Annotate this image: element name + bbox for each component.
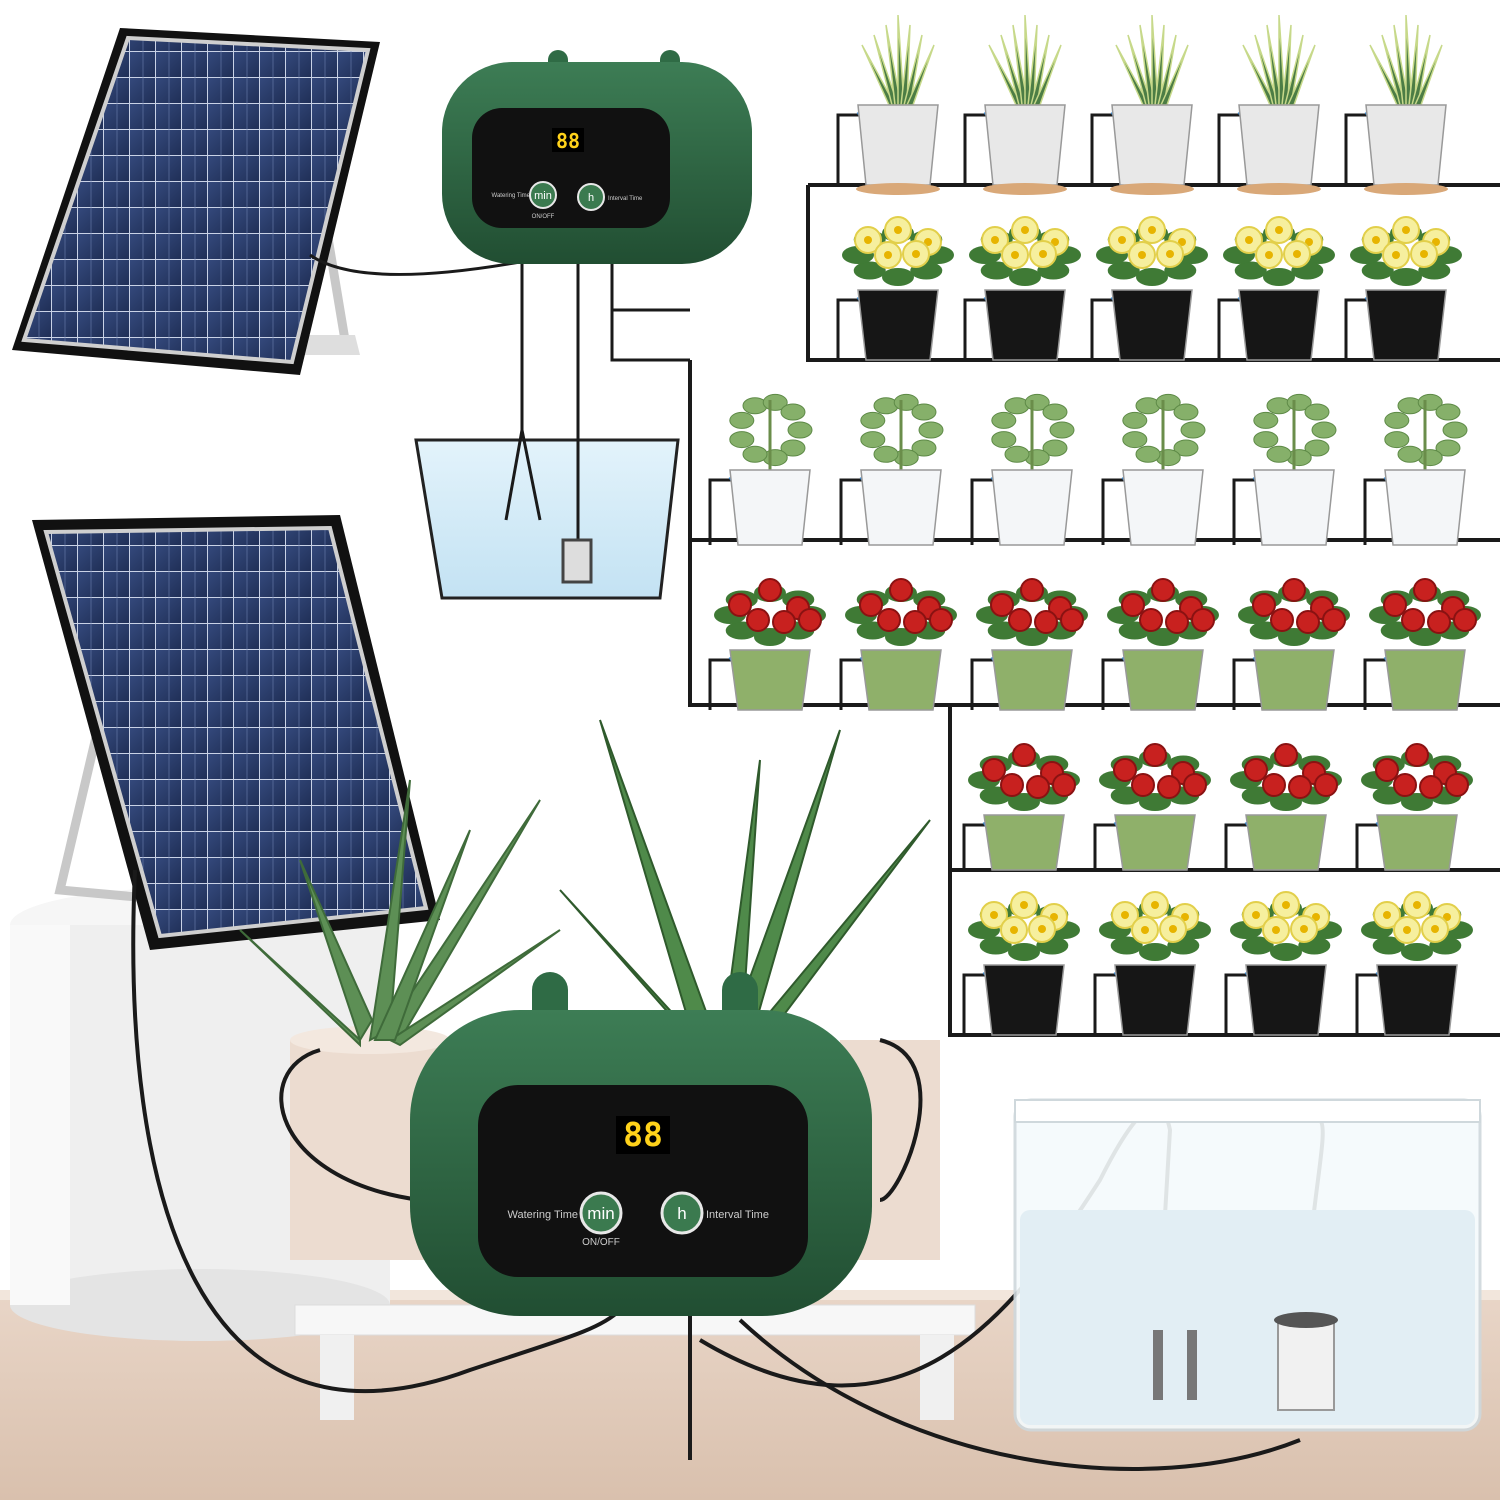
potted-plant-red-rose bbox=[962, 743, 1080, 871]
plant-pot bbox=[1376, 964, 1458, 1036]
potted-plant-yellow-flower bbox=[1090, 216, 1208, 361]
water-bucket-top bbox=[414, 438, 680, 600]
plant-pot bbox=[1238, 104, 1320, 186]
plant-pot bbox=[983, 964, 1065, 1036]
plant-pot bbox=[860, 649, 942, 711]
small-min-button[interactable] bbox=[529, 181, 557, 209]
large-min-button[interactable] bbox=[579, 1191, 623, 1235]
potted-plant-yellow-flower bbox=[962, 891, 1080, 1036]
potted-plant-yellow-flower bbox=[1355, 891, 1473, 1036]
plant-pot bbox=[857, 104, 939, 186]
plant-pot bbox=[860, 469, 942, 546]
potted-plant-snake-plant bbox=[1090, 14, 1194, 195]
potted-plant-yellow-flower bbox=[1344, 216, 1462, 361]
plant-pot bbox=[1245, 964, 1327, 1036]
plant-pot bbox=[1122, 469, 1204, 546]
plant-pot bbox=[1111, 104, 1193, 186]
small-min-label: min bbox=[534, 190, 552, 202]
potted-plant-succulent bbox=[839, 393, 944, 546]
plant-pot bbox=[1253, 649, 1335, 711]
plant-pot bbox=[1384, 469, 1466, 546]
small-interval-label: Interval Time bbox=[608, 196, 643, 202]
tubing-top bbox=[309, 253, 690, 584]
plant-pot bbox=[984, 104, 1066, 186]
potted-plant-yellow-flower bbox=[1093, 891, 1211, 1036]
potted-plant-red-rose bbox=[1224, 743, 1342, 871]
plant-pot bbox=[984, 289, 1066, 361]
large-onoff-label: ON/OFF bbox=[582, 1237, 620, 1248]
plant-pot bbox=[1253, 469, 1335, 546]
solar-panel-middle bbox=[32, 515, 440, 950]
potted-plant-snake-plant bbox=[836, 14, 940, 195]
potted-plant-red-rose bbox=[1363, 578, 1481, 711]
potted-plant-red-rose bbox=[1101, 578, 1219, 711]
potted-plant-yellow-flower bbox=[1217, 216, 1335, 361]
small-display-value: 88 bbox=[556, 129, 580, 153]
potted-plant-red-rose bbox=[1093, 743, 1211, 871]
potted-plant-red-rose bbox=[839, 578, 957, 711]
plant-pot bbox=[857, 289, 939, 361]
plant-pot bbox=[1376, 814, 1458, 871]
potted-plant-snake-plant bbox=[963, 14, 1067, 195]
plant-pot bbox=[991, 469, 1073, 546]
potted-plant-succulent bbox=[708, 393, 813, 546]
glass-water-tank bbox=[1013, 1098, 1482, 1432]
potted-plant-succulent bbox=[970, 393, 1075, 546]
controller-large: 88 Watering Time min ON/OFF h Interval T… bbox=[410, 972, 872, 1316]
potted-plant-yellow-flower bbox=[836, 216, 954, 361]
plant-pot bbox=[1114, 814, 1196, 871]
plant-pot bbox=[1114, 964, 1196, 1036]
plant-pot bbox=[729, 649, 811, 711]
potted-plant-snake-plant bbox=[1344, 14, 1448, 195]
plant-pot bbox=[1245, 814, 1327, 871]
plant-pot bbox=[991, 649, 1073, 711]
plant-pot bbox=[1365, 289, 1447, 361]
potted-plant-red-rose bbox=[970, 578, 1088, 711]
large-h-button[interactable] bbox=[660, 1191, 704, 1235]
large-display-value: 88 bbox=[623, 1115, 663, 1154]
small-onoff-label: ON/OFF bbox=[532, 214, 555, 220]
plant-pot bbox=[1384, 649, 1466, 711]
controller-small: 88 Watering Time min ON/OFF h Interval T… bbox=[442, 50, 752, 264]
plant-pot bbox=[1122, 649, 1204, 711]
potted-plant-succulent bbox=[1101, 393, 1206, 546]
potted-plant-red-rose bbox=[708, 578, 826, 711]
solar-panel-top bbox=[12, 28, 380, 375]
small-h-button[interactable] bbox=[577, 183, 605, 211]
small-h-label: h bbox=[588, 192, 594, 204]
shelf-plants bbox=[708, 14, 1481, 1036]
large-h-label: h bbox=[677, 1204, 686, 1223]
potted-plant-succulent bbox=[1232, 393, 1337, 546]
plant-pot bbox=[1111, 289, 1193, 361]
large-interval-label: Interval Time bbox=[706, 1209, 769, 1221]
plant-pot bbox=[1365, 104, 1447, 186]
potted-plant-yellow-flower bbox=[963, 216, 1081, 361]
large-watering-label: Watering Time bbox=[507, 1209, 578, 1221]
potted-plant-red-rose bbox=[1355, 743, 1473, 871]
plant-pot bbox=[1238, 289, 1320, 361]
potted-plant-succulent bbox=[1363, 393, 1468, 546]
potted-plant-red-rose bbox=[1232, 578, 1350, 711]
potted-plant-yellow-flower bbox=[1224, 891, 1342, 1036]
large-min-label: min bbox=[587, 1204, 614, 1223]
potted-plant-snake-plant bbox=[1217, 14, 1321, 195]
plant-pot bbox=[983, 814, 1065, 871]
plant-pot bbox=[729, 469, 811, 546]
small-watering-label: Watering Time bbox=[492, 193, 531, 199]
